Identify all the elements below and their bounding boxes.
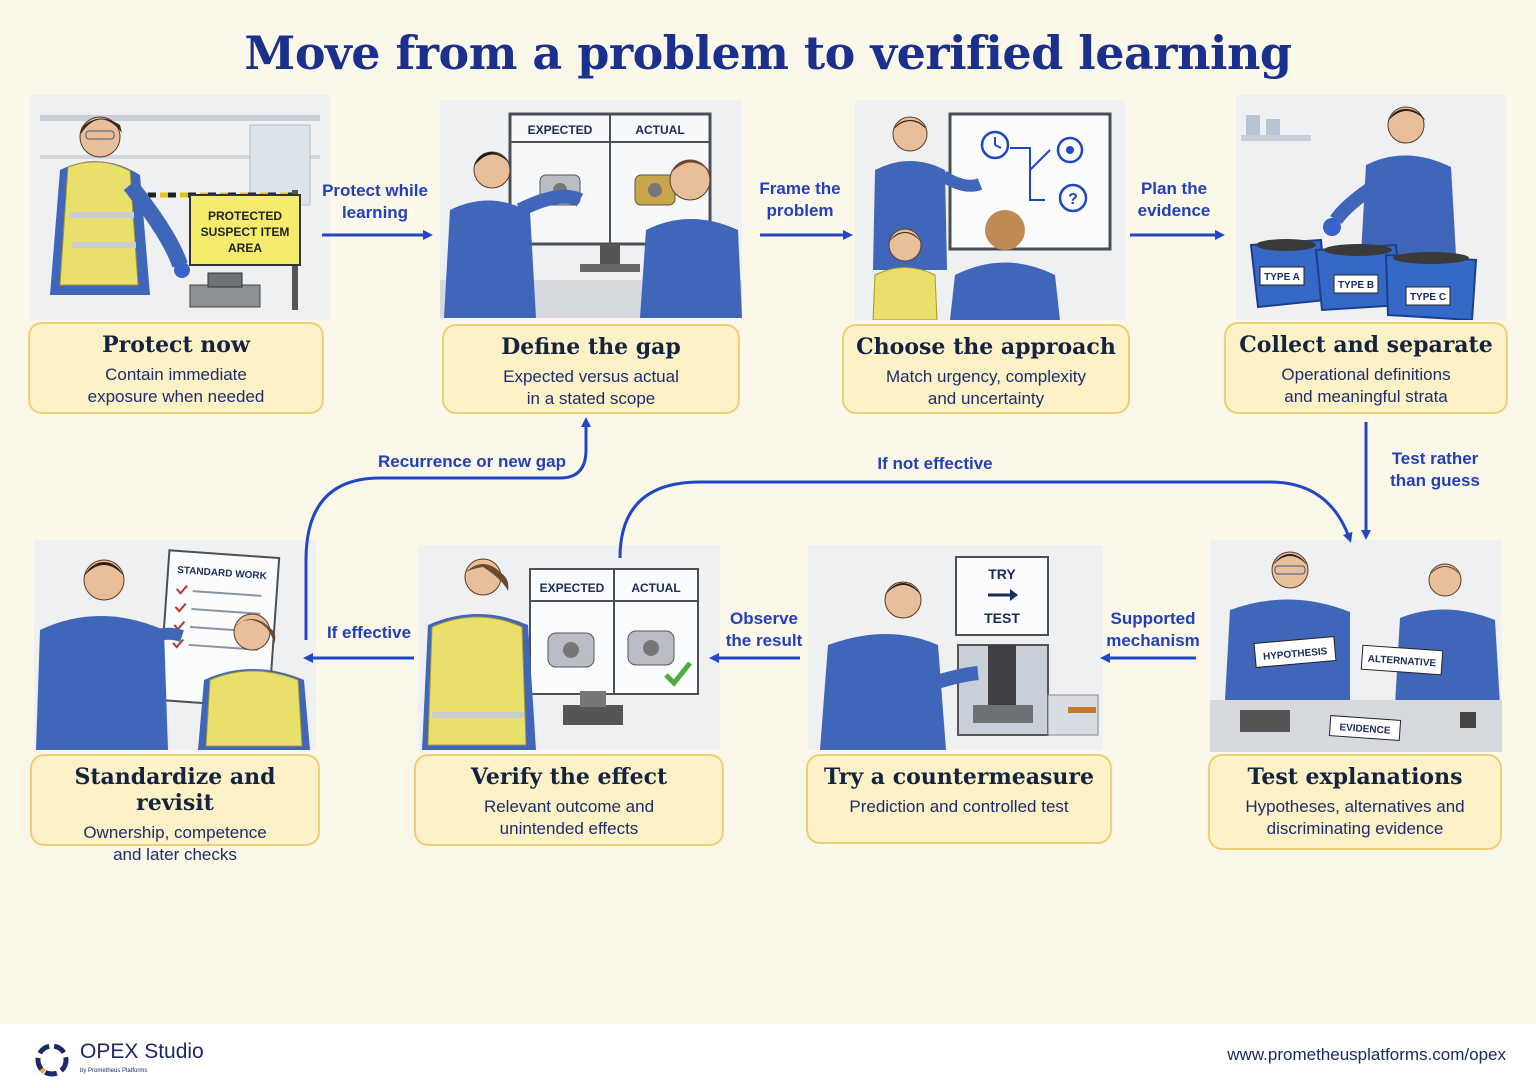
bin-label-a: TYPE A (1264, 272, 1300, 283)
card-evidence: EVIDENCE (1339, 722, 1391, 737)
card-desc-line-1: Operational definitions (1281, 365, 1451, 384)
sign-line-3: AREA (228, 241, 262, 255)
card-desc-line-1: Ownership, competence (83, 823, 267, 842)
clock-icon (980, 130, 1010, 160)
panel-actual-label: ACTUAL (631, 581, 680, 595)
bin-label-b: TYPE B (1338, 280, 1374, 291)
label-if-effective: If effective (326, 623, 412, 642)
arrow-recurrence-loop (304, 417, 591, 640)
gear-icon (1056, 136, 1084, 164)
card-standardize-revisit: Standardize and revisit Ownership, compe… (30, 754, 320, 864)
scene-verify-effect: EXPECTED ACTUAL (418, 545, 720, 750)
label-recurrence-or-new-gap: Recurrence or new gap (377, 452, 566, 471)
label-frame-the-problem: Frame the problem (759, 179, 841, 220)
card-desc-line-2: discriminating evidence (1266, 819, 1444, 838)
card-desc-line-1: Contain immediate (105, 365, 247, 384)
label-test-rather-than-guess: Test rather than guess (1390, 449, 1480, 490)
card-protect-now: Protect now Contain immediate exposure w… (28, 322, 324, 414)
board-test: TEST (984, 610, 1020, 626)
label-if-not-effective: If not effective (877, 454, 993, 473)
scene-try-countermeasure: TRY TEST (808, 545, 1103, 750)
scene-test-explanations: HYPOTHESIS ALTERNATIVE EVIDENCE (1210, 540, 1502, 752)
card-title: Test explanations (1247, 764, 1463, 790)
panel-actual-label: ACTUAL (635, 123, 684, 137)
brand-subtitle: by Prometheus Platforms (80, 1068, 148, 1074)
footer: OPEX Studio by Prometheus Platforms www.… (0, 1024, 1536, 1088)
card-desc-line-1: Match urgency, complexity (886, 367, 1086, 386)
diagram-canvas: Move from a problem to verified learning… (28, 26, 1508, 864)
checkmark-icon (664, 661, 692, 687)
scene-protect-now: PROTECTED SUSPECT ITEM AREA (30, 95, 330, 320)
card-collect-separate: Collect and separate Operational definit… (1224, 322, 1508, 414)
scene-choose-approach: ? (855, 100, 1125, 320)
arrow-not-effective-loop (618, 480, 1353, 559)
scene-collect-separate: TYPE A TYPE B TYPE C (1236, 95, 1506, 320)
card-title: Try a countermeasure (823, 764, 1095, 790)
brand-name: OPEX Studio (80, 1040, 204, 1063)
question-icon (1058, 183, 1088, 213)
scene-standardize-revisit: STANDARD WORK (34, 540, 316, 750)
card-desc-line-2: unintended effects (499, 819, 639, 838)
card-desc-line-1: Hypotheses, alternatives and (1245, 797, 1465, 816)
label-observe-the-result: Observe the result (725, 609, 803, 650)
card-desc-line-2: and uncertainty (927, 389, 1045, 408)
label-protect-while-learning: Protect while learning (322, 181, 428, 222)
page-title: Move from a problem to verified learning (244, 26, 1292, 80)
board-try: TRY (988, 566, 1016, 582)
scene-define-gap: EXPECTED ACTUAL (440, 100, 742, 318)
card-desc-line-1: Relevant outcome and (483, 797, 655, 816)
label-plan-the-evidence: Plan the evidence (1137, 179, 1211, 220)
panel-expected-label: EXPECTED (540, 581, 605, 595)
opex-logo-icon (35, 1043, 69, 1077)
card-desc-line-2: and meaningful strata (1284, 387, 1448, 406)
card-desc-line-1: Expected versus actual (503, 367, 679, 386)
flow-arrows (303, 230, 1371, 663)
footer-url-link[interactable]: www.prometheusplatforms.com/opex (1227, 1045, 1506, 1064)
card-alternative: ALTERNATIVE (1367, 654, 1436, 670)
card-desc-line-2: and later checks (113, 845, 237, 864)
card-desc-line-2: in a stated scope (526, 389, 656, 408)
card-title: Standardize and revisit (74, 764, 276, 816)
card-desc-line-2: exposure when needed (87, 387, 265, 406)
card-define-gap: Define the gap Expected versus actual in… (442, 324, 740, 414)
card-verify-effect: Verify the effect Relevant outcome and u… (414, 754, 724, 846)
panel-expected-label: EXPECTED (528, 123, 593, 137)
sign-line-2: SUSPECT ITEM (201, 225, 290, 239)
svg-text:?: ? (1068, 191, 1078, 208)
card-desc-line-1: Prediction and controlled test (849, 797, 1069, 816)
card-title: Define the gap (501, 334, 681, 360)
sign-line-1: PROTECTED (208, 209, 282, 223)
card-test-explanations: Test explanations Hypotheses, alternativ… (1208, 754, 1502, 850)
label-supported-mechanism: Supported mechanism (1106, 609, 1200, 650)
card-title: Collect and separate (1239, 332, 1493, 358)
brand[interactable]: OPEX Studio by Prometheus Platforms (32, 1038, 292, 1082)
card-choose-approach: Choose the approach Match urgency, compl… (842, 324, 1130, 414)
card-title: Protect now (102, 332, 250, 358)
card-title: Verify the effect (470, 764, 668, 790)
card-try-countermeasure: Try a countermeasure Prediction and cont… (806, 754, 1112, 844)
bin-label-c: TYPE C (1410, 292, 1446, 303)
card-title: Choose the approach (856, 334, 1116, 360)
